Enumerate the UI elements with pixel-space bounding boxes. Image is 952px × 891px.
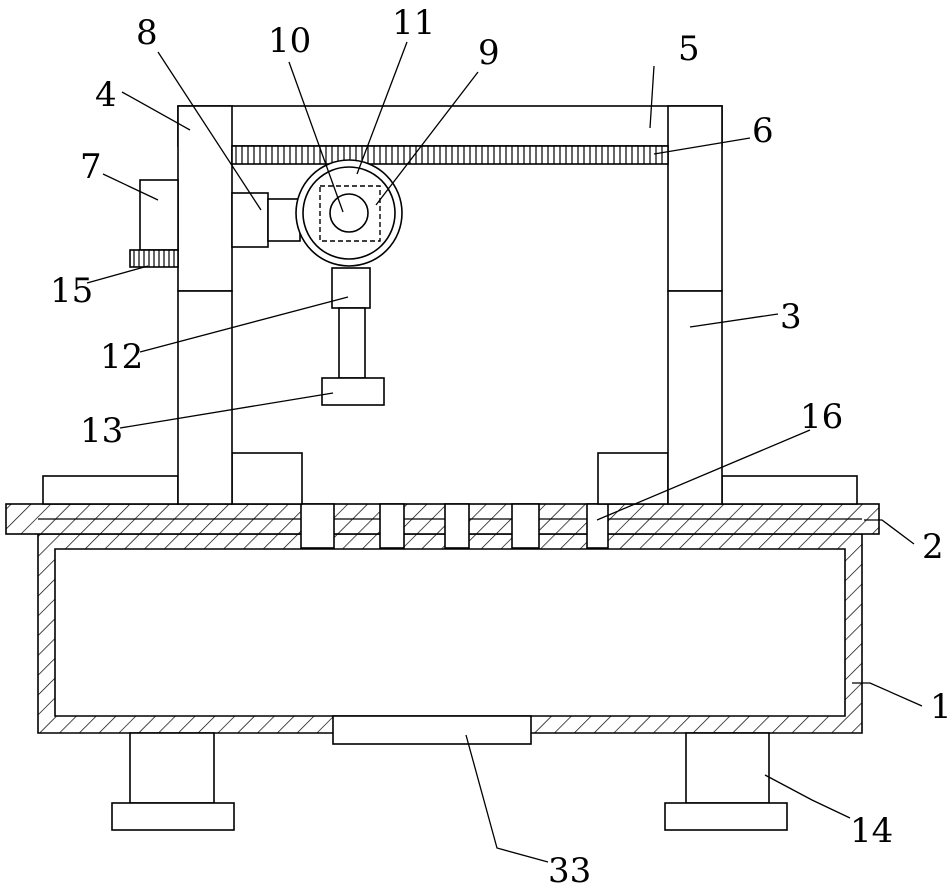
label-12: 12 [100,337,143,377]
frame [178,106,722,504]
label-9: 9 [478,33,500,73]
left-column-lower [178,291,232,504]
tool-head-13 [322,378,384,405]
motor-8 [232,193,268,247]
left-column-upper [178,106,232,291]
base-box [38,534,862,733]
label-14: 14 [850,811,893,851]
top-beam [178,106,722,146]
label-4: 4 [95,75,117,115]
left-side-block [43,476,178,504]
left-inner-block [232,453,302,504]
label-16: 16 [800,397,843,437]
left-foot [112,733,234,830]
gear-assembly [296,160,402,266]
right-foot [665,733,787,830]
bottom-part-33 [333,716,531,744]
label-15: 15 [50,271,93,311]
arm-block-12 [332,268,370,308]
right-side-block [722,476,857,504]
label-3: 3 [780,297,802,337]
label-11: 11 [392,3,435,43]
gear-15 [130,250,178,267]
label-13: 13 [80,411,123,451]
gear-shaft [330,194,368,232]
label-7: 7 [80,147,102,187]
label-6: 6 [752,111,774,151]
label-5: 5 [678,29,700,69]
right-column-upper [668,106,722,291]
right-inner-block [598,453,668,504]
label-2: 2 [922,527,944,567]
motor-8-shaft [268,199,300,241]
label-8: 8 [136,13,158,53]
arm-rod-12 [339,308,365,378]
label-10: 10 [268,21,311,61]
label-33: 33 [548,851,591,891]
label-1: 1 [930,687,952,727]
motor-7 [140,180,178,250]
rack [232,146,668,164]
